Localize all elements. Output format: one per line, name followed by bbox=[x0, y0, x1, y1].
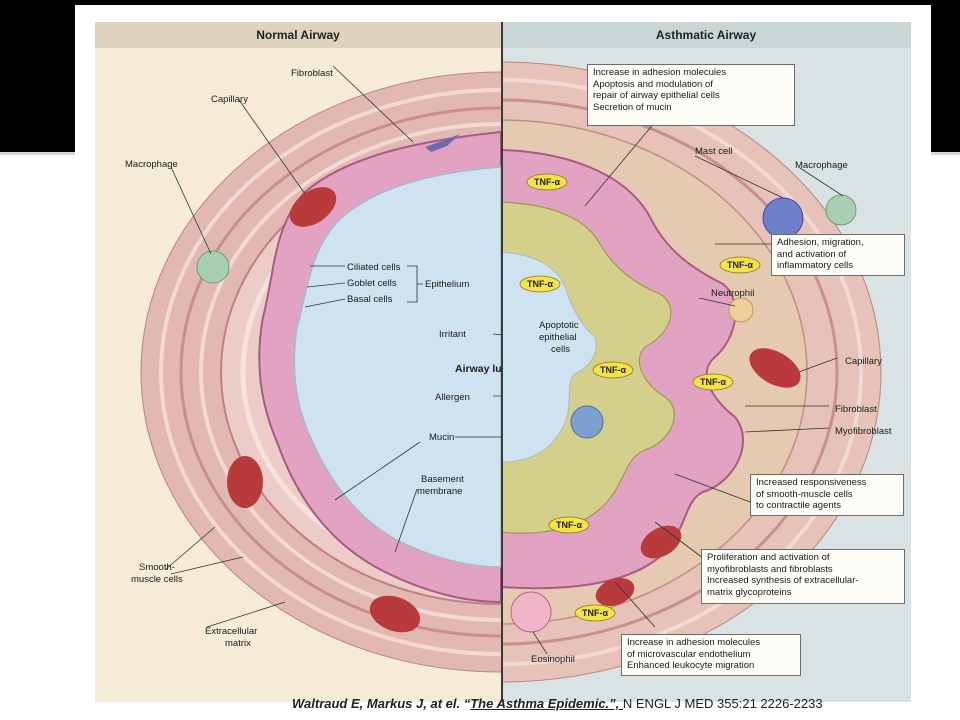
extracellular-matrix-label-1: Extracellular bbox=[205, 626, 257, 637]
citation-journal: N ENGL J MED 355:21 2226-2233 bbox=[622, 696, 823, 711]
box5-line-3: Enhanced leukocyte migration bbox=[627, 660, 755, 671]
apoptotic-cells-label-2: epithelial bbox=[539, 332, 577, 343]
asthmatic-airway-title: Asthmatic Airway bbox=[501, 22, 911, 48]
airway-comparison-panel: Normal Airway Asthmatic Airway bbox=[95, 22, 911, 702]
box3-line-2: of smooth-muscle cells bbox=[756, 488, 853, 500]
allergen-label: Allergen bbox=[435, 392, 470, 403]
tnf-alpha-label-6: TNF-α bbox=[556, 520, 582, 530]
apoptotic-cells-label-3: cells bbox=[551, 344, 570, 355]
box1-line-4: Secretion of mucin bbox=[593, 101, 672, 113]
box4-line-2: myofibroblasts and fibroblasts bbox=[707, 563, 833, 575]
mast-cell-label: Mast cell bbox=[695, 146, 732, 157]
normal-fibroblast-label: Fibroblast bbox=[291, 68, 333, 79]
mucin-label: Mucin bbox=[429, 432, 454, 443]
extracellular-matrix-label-2: matrix bbox=[225, 638, 251, 649]
basal-cells-label: Basal cells bbox=[347, 294, 393, 305]
basement-membrane-label-2: membrane bbox=[417, 486, 462, 497]
tnf-alpha-label-1: TNF-α bbox=[534, 177, 560, 187]
epithelium-label: Epithelium bbox=[425, 279, 469, 290]
box1-line-3: repair of airway epithelial cells bbox=[593, 90, 720, 101]
box2-line-2: and activation of bbox=[777, 248, 847, 260]
citation-text: Waltraud E, Markus J, at el. “The Asthma… bbox=[292, 696, 823, 711]
citation-authors: Waltraud E, Markus J, at el. “ bbox=[292, 696, 471, 711]
asthma-macrophage-label: Macrophage bbox=[795, 160, 848, 171]
effects-box-matrix: Proliferation and activation of myofibro… bbox=[701, 549, 905, 604]
normal-macrophage-label: Macrophage bbox=[125, 159, 178, 170]
asthmatic-airway-drawing: TNF-α TNF-α TNF-α TNF-α TNF-α TNF-α TNF-… bbox=[501, 61, 892, 683]
effects-box-epithelium: Increase in adhesion molecules Apoptosis… bbox=[587, 64, 795, 126]
box3-line-1: Increased responsiveness bbox=[756, 477, 867, 488]
box2-line-3: inflammatory cells bbox=[777, 260, 854, 271]
smooth-muscle-label-2: muscle cells bbox=[131, 574, 183, 585]
goblet-cells-label: Goblet cells bbox=[347, 278, 397, 289]
box4-line-1: Proliferation and activation of bbox=[707, 552, 830, 563]
eosinophil-label: Eosinophil bbox=[531, 654, 575, 665]
normal-airway-title: Normal Airway bbox=[95, 22, 501, 48]
tnf-alpha-label-5: TNF-α bbox=[700, 377, 726, 387]
irritant-label: Irritant bbox=[439, 329, 466, 340]
ciliated-cells-label: Ciliated cells bbox=[347, 262, 401, 273]
airway-cross-section: Fibroblast Capillary Macrophage Ciliated… bbox=[125, 61, 892, 683]
tnf-alpha-label-3: TNF-α bbox=[727, 260, 753, 270]
box4-line-4: matrix glycoproteins bbox=[707, 586, 792, 598]
neutrophil-label: Neutrophil bbox=[711, 288, 754, 299]
effects-box-inflammatory: Adhesion, migration, and activation of i… bbox=[771, 234, 905, 276]
effects-box-endothelium: Increase in adhesion molecules of microv… bbox=[621, 634, 801, 676]
effects-box-smooth-muscle: Increased responsiveness of smooth-muscl… bbox=[750, 474, 904, 516]
myofibroblast-label: Myofibroblast bbox=[835, 426, 892, 437]
normal-airway-drawing: Fibroblast Capillary Macrophage Ciliated… bbox=[125, 65, 523, 673]
box3-line-3: to contractile agents bbox=[756, 500, 842, 511]
box1-line-2: Apoptosis and modulation of bbox=[593, 78, 713, 90]
asthma-capillary-label: Capillary bbox=[845, 356, 882, 367]
tnf-alpha-label-2: TNF-α bbox=[527, 279, 553, 289]
tnf-alpha-label-7: TNF-α bbox=[582, 608, 608, 618]
panel-divider bbox=[501, 22, 503, 702]
asthma-fibroblast-label: Fibroblast bbox=[835, 404, 877, 415]
normal-capillary-label: Capillary bbox=[211, 94, 248, 105]
box5-line-2: of microvascular endothelium bbox=[627, 648, 751, 660]
box4-line-3: Increased synthesis of extracellular- bbox=[707, 575, 859, 586]
tnf-alpha-label-4: TNF-α bbox=[600, 365, 626, 375]
box5-line-1: Increase in adhesion molecules bbox=[627, 637, 761, 648]
box1-line-1: Increase in adhesion molecules bbox=[593, 67, 727, 78]
airway-lumen-label: Airway lumen bbox=[455, 363, 523, 375]
citation-title-link[interactable]: The Asthma Epidemic.”, bbox=[470, 696, 623, 711]
apoptotic-cells-label-1: Apoptotic bbox=[539, 320, 579, 331]
box2-line-1: Adhesion, migration, bbox=[777, 237, 864, 248]
smooth-muscle-label-1: Smooth- bbox=[139, 562, 175, 573]
basement-membrane-label-1: Basement bbox=[421, 474, 464, 485]
